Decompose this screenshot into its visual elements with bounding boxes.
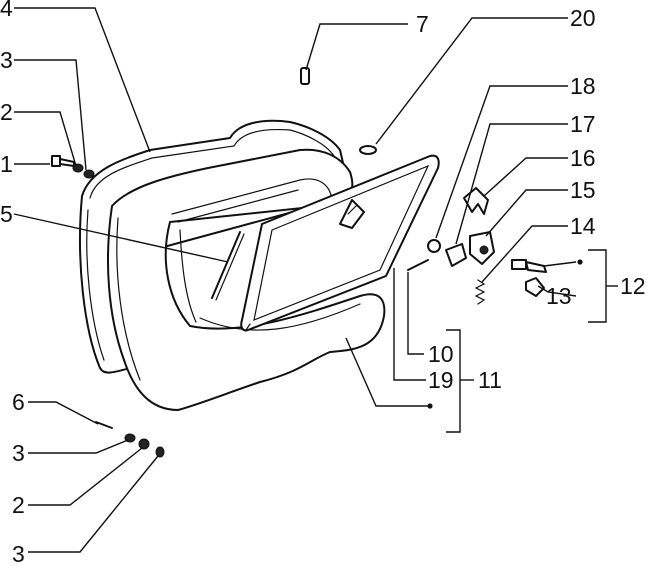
callout-2-bottom: 2: [12, 492, 25, 518]
lock-body-part-15: [469, 231, 495, 265]
callout-3-bottom: 3: [12, 541, 25, 566]
callout-3-mid: 3: [12, 440, 25, 466]
callout-13: 13: [546, 283, 572, 309]
callout-18: 18: [570, 73, 596, 99]
nut-part-3-top: [83, 169, 95, 179]
screw-part-6: [95, 421, 113, 429]
callout-4: 4: [0, 0, 13, 21]
ring-part-18: [427, 239, 441, 253]
callout-20: 20: [570, 5, 596, 31]
glovebox-lid: [240, 154, 440, 332]
clip-part-7: [300, 67, 310, 85]
callout-16: 16: [570, 145, 596, 171]
callout-14: 14: [570, 213, 596, 239]
callout-10: 10: [428, 341, 454, 367]
leader-dot-12a: [577, 259, 583, 265]
callout-7: 7: [416, 11, 429, 37]
callout-12: 12: [620, 273, 646, 299]
callout-2-top: 2: [0, 99, 13, 125]
callout-3-top: 3: [0, 47, 13, 73]
callout-11: 11: [478, 367, 502, 393]
callout-5: 5: [0, 201, 13, 227]
nut-part-3-bottom: [155, 446, 165, 458]
callout-1: 1: [0, 151, 13, 177]
key-part-13: [511, 259, 547, 297]
washer-part-2-bottom: [138, 438, 150, 450]
leader-lines: [13, 7, 618, 553]
leader-dot-11: [427, 403, 433, 409]
callout-19: 19: [428, 367, 454, 393]
spring-part-14: [474, 279, 486, 305]
callout-17: 17: [570, 111, 596, 137]
pad-part-20: [359, 145, 377, 155]
callout-6: 6: [12, 389, 25, 415]
latch-part-17: [445, 243, 467, 267]
pin-part-10: [407, 259, 429, 271]
callout-15: 15: [570, 177, 596, 203]
bolt-part-1: [51, 155, 75, 167]
glovebox-body: [79, 119, 386, 411]
washer-part-2-top: [72, 163, 84, 173]
